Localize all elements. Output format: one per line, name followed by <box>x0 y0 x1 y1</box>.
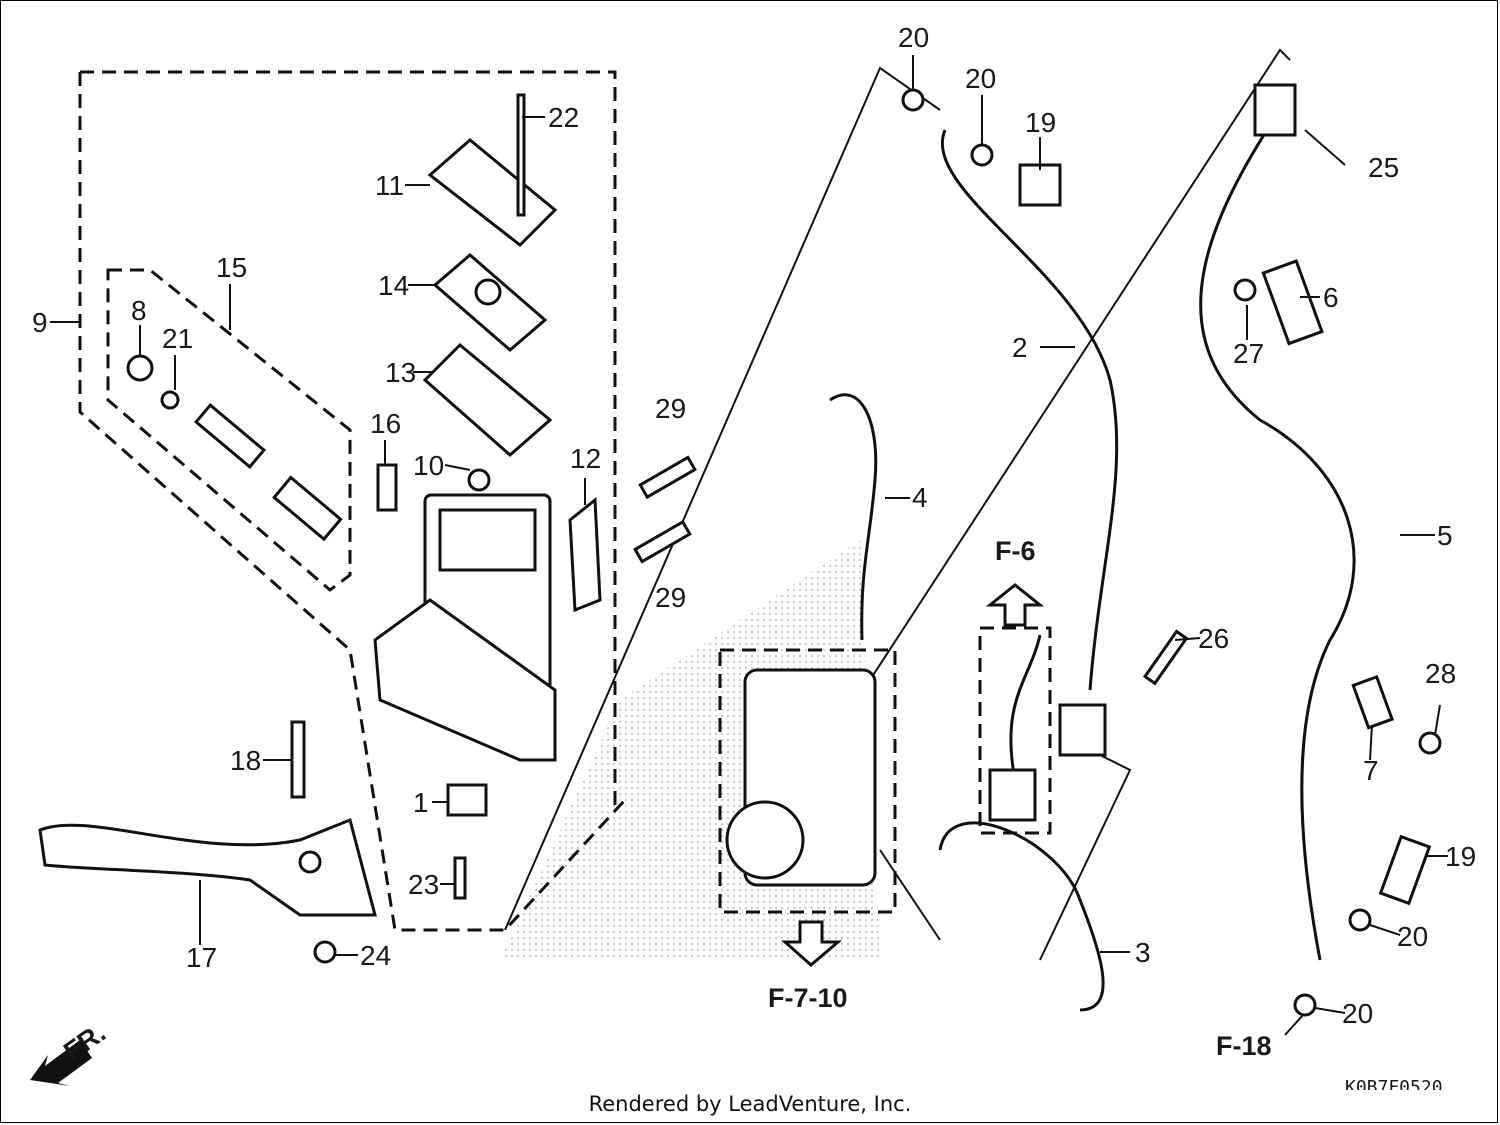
assembly-line-3b <box>879 849 941 941</box>
piston <box>194 402 266 470</box>
ref-f7-10: F-7-10 <box>768 983 848 1013</box>
hose-5 <box>1199 109 1356 961</box>
label-13: 13 <box>385 357 416 388</box>
label-25: 25 <box>1368 152 1399 183</box>
label-1: 1 <box>413 787 429 818</box>
circlip <box>160 390 180 410</box>
boot-part <box>126 354 154 382</box>
label-15: 15 <box>216 252 247 283</box>
label-17: 17 <box>186 942 217 973</box>
bolt-29a <box>638 455 697 500</box>
label-8: 8 <box>131 295 147 326</box>
label-4: 4 <box>912 482 928 513</box>
label-20a: 20 <box>898 22 929 53</box>
label-20c: 20 <box>1397 921 1428 952</box>
ref-f18: F-18 <box>1216 1031 1272 1061</box>
fitting-25 <box>1253 83 1297 137</box>
label-14: 14 <box>378 270 409 301</box>
plate-ring <box>474 278 502 306</box>
bolt-28 <box>1418 731 1442 755</box>
diagram-code: K0B7F0520 <box>1345 1077 1443 1090</box>
ref-f6: F-6 <box>995 536 1036 566</box>
label-23: 23 <box>408 869 439 900</box>
washer-20d <box>1293 993 1317 1017</box>
bolt-16 <box>376 463 398 512</box>
label-24: 24 <box>360 940 391 971</box>
lever-pivot <box>298 850 322 874</box>
label-5: 5 <box>1437 520 1453 551</box>
label-22: 22 <box>548 102 579 133</box>
label-12: 12 <box>570 443 601 474</box>
clamp-7 <box>1351 674 1395 730</box>
label-10: 10 <box>413 450 444 481</box>
screw-23 <box>453 856 467 900</box>
label-20d: 20 <box>1342 998 1373 1029</box>
hose-4 <box>829 393 878 641</box>
label-29b: 29 <box>655 582 686 613</box>
nut-24 <box>313 940 337 964</box>
label-28: 28 <box>1425 658 1456 689</box>
boot-10 <box>467 468 491 492</box>
hose-f6 <box>1009 634 1042 781</box>
label-19b: 19 <box>1445 841 1476 872</box>
label-9: 9 <box>32 307 48 338</box>
brake-master-cylinder-diagram: 1 2 3 4 5 6 7 7 8 9 10 11 12 13 14 15 16… <box>30 22 1476 1090</box>
bolt-27 <box>1233 278 1257 302</box>
switch-1 <box>446 783 488 817</box>
lever-holder <box>568 496 602 613</box>
washer-20c <box>1348 908 1372 932</box>
pivot-bolt-18 <box>290 720 306 799</box>
label-20b: 20 <box>965 63 996 94</box>
spring <box>272 475 343 542</box>
arrow-up-f6-icon <box>985 583 1045 627</box>
group-box-outline <box>78 72 627 932</box>
assembly-line-3 <box>1039 754 1132 961</box>
cylinder-reservoir-opening <box>438 508 537 572</box>
front-arrow-icon <box>30 1040 92 1086</box>
label-29a: 29 <box>655 393 686 424</box>
label-11: 11 <box>375 170 404 201</box>
label-16: 16 <box>370 408 401 439</box>
brake-lever <box>38 817 377 917</box>
joint-block <box>1058 703 1107 757</box>
cylinder-base <box>373 598 557 762</box>
bracket-6 <box>1261 259 1324 346</box>
joint-block-f6 <box>988 768 1037 822</box>
bolt-26 <box>1142 629 1189 686</box>
bolt-29b <box>633 519 692 564</box>
label-21: 21 <box>162 323 193 354</box>
hose-2 <box>941 129 1119 691</box>
washer-20a <box>901 88 925 112</box>
screw-22 <box>516 93 526 217</box>
abs-motor <box>725 800 805 880</box>
label-2: 2 <box>1012 332 1028 363</box>
group-box-piston <box>106 268 352 592</box>
label-26: 26 <box>1198 623 1229 654</box>
label-7a: 7 <box>1363 755 1379 786</box>
footer-credit: Rendered by LeadVenture, Inc. <box>588 1092 912 1116</box>
label-18: 18 <box>230 745 261 776</box>
label-27: 27 <box>1233 338 1264 369</box>
assembly-line-right <box>869 48 1291 681</box>
bolt-19b <box>1378 834 1432 906</box>
label-3: 3 <box>1135 937 1151 968</box>
bolt-19a <box>1018 163 1062 207</box>
washer-20b <box>970 143 994 167</box>
part-labels: 1 2 3 4 5 6 7 7 8 9 10 11 12 13 14 15 16… <box>32 22 1476 1029</box>
leader-lines <box>50 55 1448 1036</box>
arrow-down-f710-icon <box>781 920 843 967</box>
reservoir-cap <box>427 138 558 247</box>
diaphragm <box>422 342 553 457</box>
label-19a: 19 <box>1025 107 1056 138</box>
hose-3 <box>938 821 1105 1012</box>
label-6: 6 <box>1323 282 1339 313</box>
group-box-master-cylinder <box>80 70 617 805</box>
